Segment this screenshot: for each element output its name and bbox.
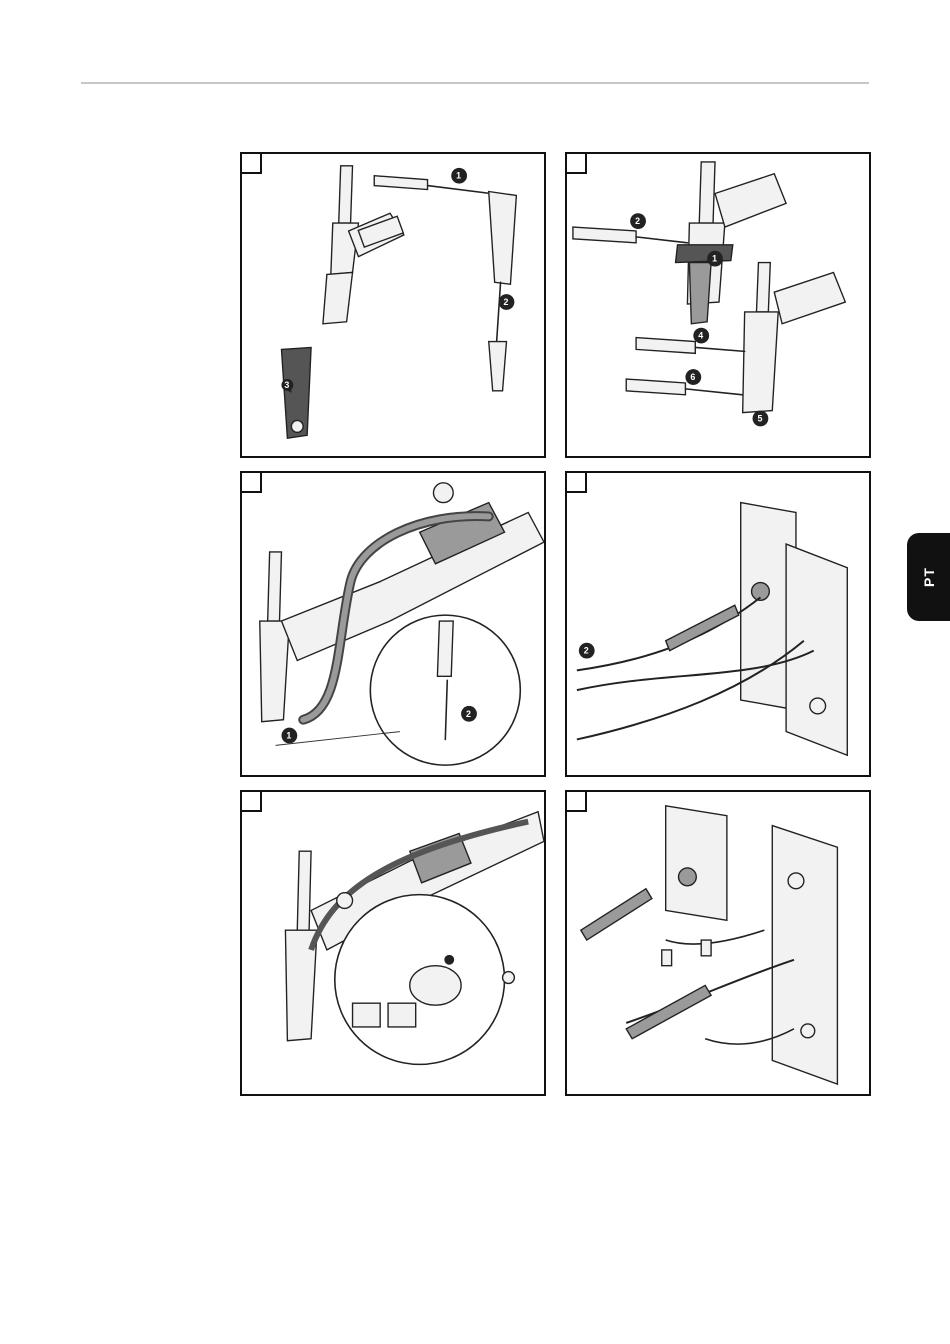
svg-text:1: 1: [286, 730, 291, 740]
svg-text:2: 2: [466, 709, 471, 719]
svg-text:4: 4: [698, 331, 703, 341]
clamp-fitting-illustration: 2 1 4 6 5: [567, 154, 869, 456]
step-checkbox: [242, 473, 262, 493]
cable-routing-illustration: 1 2: [242, 473, 544, 775]
illustration-panel-6: [565, 790, 871, 1096]
step-checkbox: [567, 473, 587, 493]
illustration-panel-4: 2: [565, 471, 871, 777]
svg-text:1: 1: [712, 254, 717, 264]
svg-text:2: 2: [584, 646, 589, 656]
power-source-connection-illustration: 2: [567, 473, 869, 775]
language-tab[interactable]: PT: [907, 533, 950, 621]
svg-text:2: 2: [504, 297, 509, 307]
svg-text:5: 5: [757, 413, 762, 423]
cooling-unit-connection-illustration: [567, 792, 869, 1094]
illustration-panel-1: 3 1 2: [240, 152, 546, 458]
illustration-panel-3: 1 2: [240, 471, 546, 777]
svg-text:1: 1: [456, 171, 461, 181]
header-rule: [81, 82, 869, 84]
step-checkbox: [242, 792, 262, 812]
torch-disassembly-illustration: 3 1 2: [242, 154, 544, 456]
adjustment-wheel-illustration: [242, 792, 544, 1094]
svg-text:6: 6: [690, 372, 695, 382]
svg-text:2: 2: [635, 216, 640, 226]
step-checkbox: [242, 154, 262, 174]
illustration-panel-5: [240, 790, 546, 1096]
language-tab-label: PT: [921, 567, 937, 587]
illustration-panel-2: 2 1 4 6 5: [565, 152, 871, 458]
step-checkbox: [567, 792, 587, 812]
step-checkbox: [567, 154, 587, 174]
svg-text:3: 3: [284, 380, 289, 390]
